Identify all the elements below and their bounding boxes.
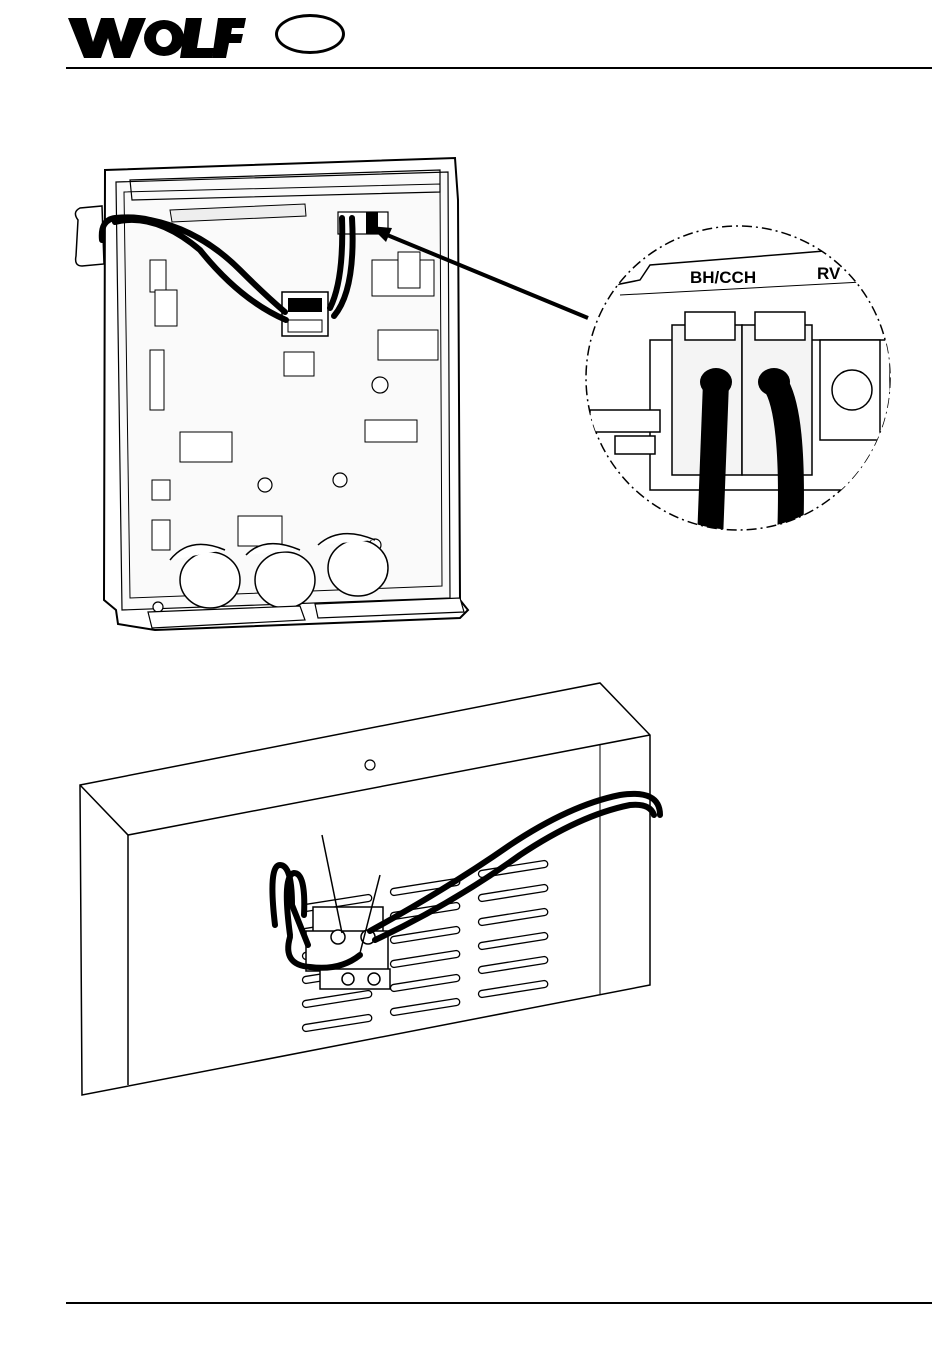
terminal-label-bh-cch: BH/CCH: [690, 268, 756, 287]
controller-open-figure: BH/CCH RV: [60, 140, 900, 640]
controller-cover-figure: [70, 675, 670, 1105]
wolf-logo-graphic: [66, 10, 246, 60]
country-code-oval: [275, 14, 345, 54]
footer-rule: [66, 1302, 932, 1304]
controller-open-illustration: BH/CCH RV: [60, 140, 900, 640]
controller-cover-illustration: [70, 675, 670, 1105]
wolf-logo: [66, 10, 246, 60]
header-rule: [66, 67, 932, 69]
terminal-label-rv: RV: [817, 264, 841, 283]
